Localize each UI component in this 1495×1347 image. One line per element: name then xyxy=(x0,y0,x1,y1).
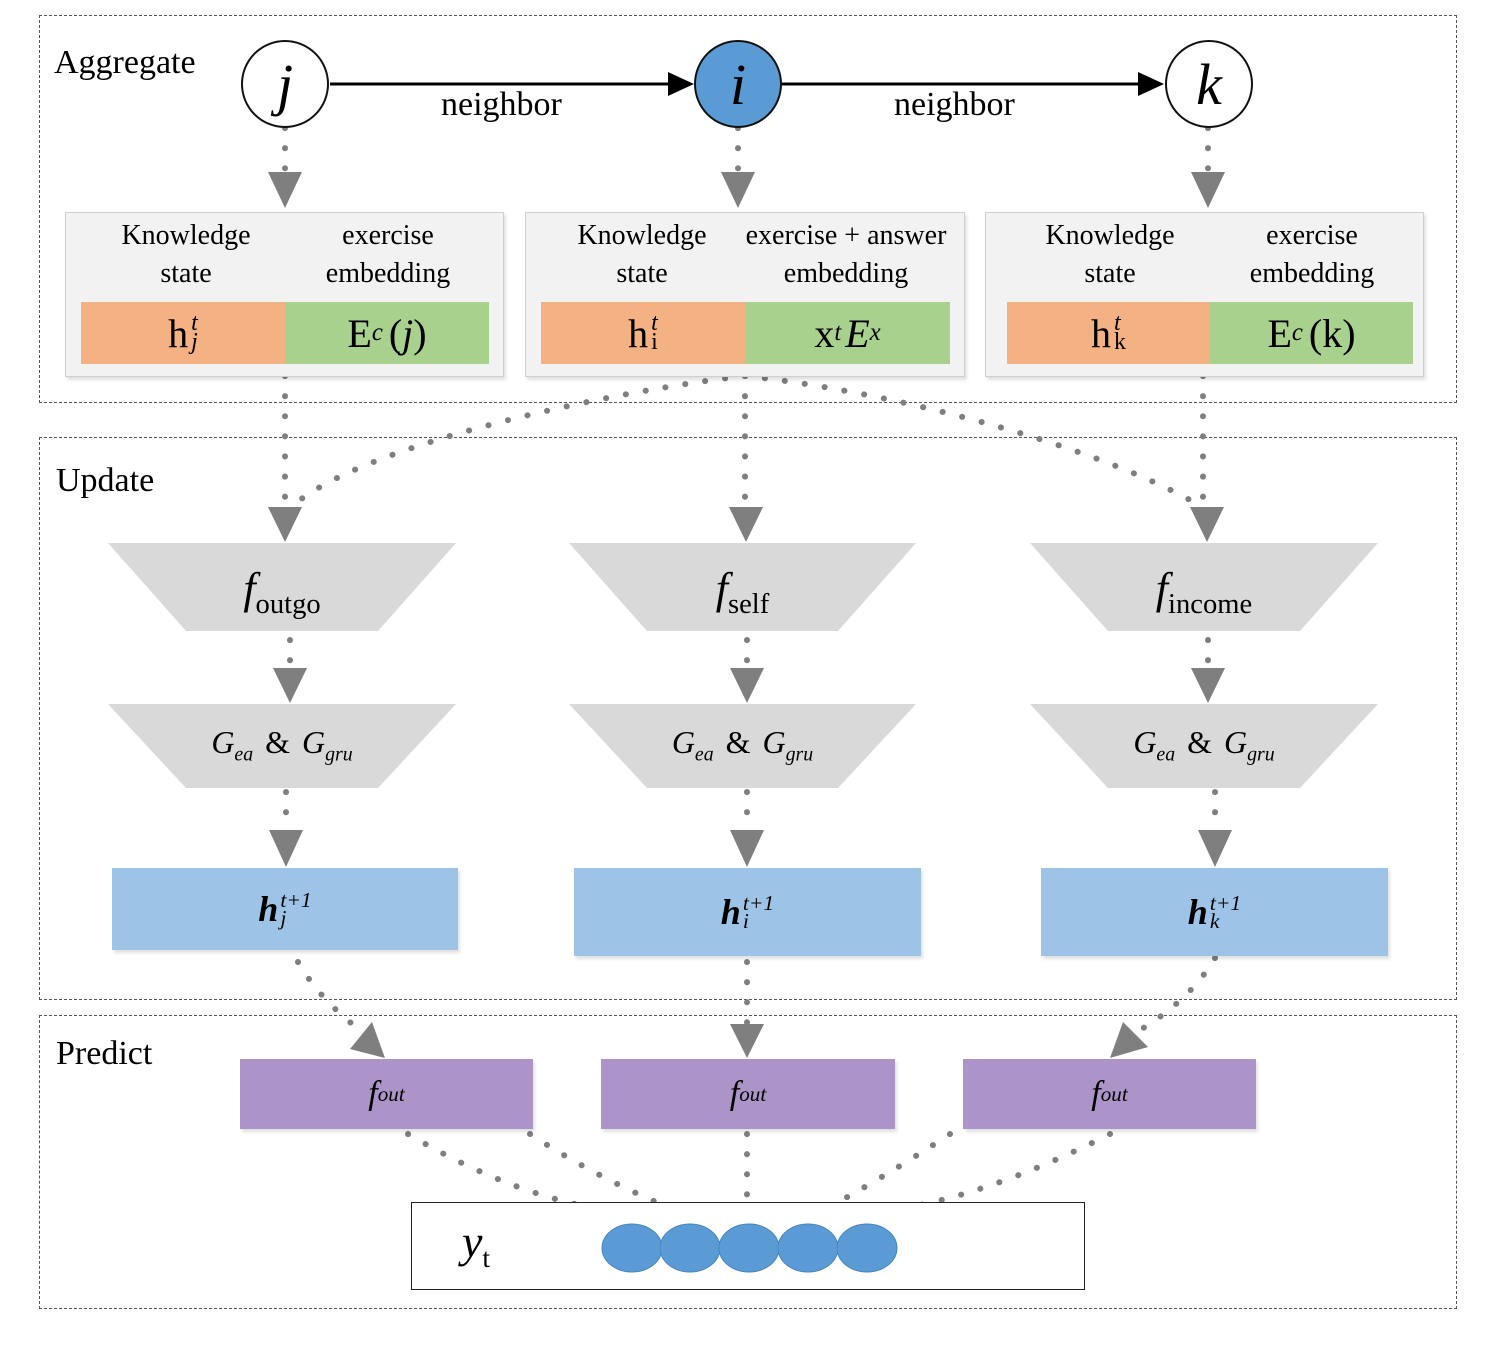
arrow-right-hidden xyxy=(1198,830,1232,867)
arrow-center-update xyxy=(729,507,763,542)
dots-out1-b xyxy=(527,1131,683,1215)
arrow-center-out xyxy=(730,1024,764,1058)
update-func-income: fincome xyxy=(1030,543,1378,631)
node-i: i xyxy=(694,40,782,128)
arrow-right-update xyxy=(1190,507,1224,542)
dots-out3-b xyxy=(875,1131,1113,1215)
gate-center: Gea&Ggru xyxy=(569,704,916,788)
edge-j-to-i-head xyxy=(668,72,694,96)
arrow-left-gate xyxy=(273,668,307,703)
arrow-center-gate xyxy=(730,668,764,703)
dots-center-to-left xyxy=(297,373,748,503)
arrow-k-embed xyxy=(1191,172,1225,208)
node-k: k xyxy=(1165,40,1253,128)
node-j: j xyxy=(241,40,329,128)
edge-i-to-k-head xyxy=(1138,72,1164,96)
arrow-left-out xyxy=(350,1022,385,1058)
dots-out3-a xyxy=(817,1131,953,1215)
prediction-label: yt xyxy=(462,1216,491,1274)
arrow-left-update xyxy=(268,507,302,542)
update-title: Update xyxy=(56,462,155,499)
dots-left-h-out xyxy=(295,959,363,1033)
update-func-self: fself xyxy=(569,543,916,631)
prediction-unit-4 xyxy=(777,1223,839,1273)
prediction-unit-5 xyxy=(836,1223,898,1273)
arrow-right-out xyxy=(1110,1022,1148,1058)
gate-right: Gea&Ggru xyxy=(1030,704,1378,788)
predict-panel xyxy=(39,1015,1457,1309)
arrow-center-hidden xyxy=(730,830,764,867)
predict-title: Predict xyxy=(56,1035,153,1072)
prediction-unit-2 xyxy=(659,1223,721,1273)
aggregate-panel xyxy=(39,15,1457,403)
arrow-j-embed xyxy=(268,172,302,208)
prediction-unit-3 xyxy=(718,1223,780,1273)
aggregate-title: Aggregate xyxy=(54,44,196,81)
arrow-right-gate xyxy=(1191,668,1225,703)
prediction-box: yt xyxy=(411,1202,1085,1290)
gate-left: Gea&Ggru xyxy=(108,704,456,788)
prediction-outputs xyxy=(601,1223,898,1273)
edge-label-left: neighbor xyxy=(441,86,562,123)
dots-center-to-right xyxy=(742,373,1193,503)
arrow-i-embed xyxy=(721,172,755,208)
arrow-left-hidden xyxy=(269,830,303,867)
update-func-outgo: foutgo xyxy=(108,543,456,631)
dots-right-h-out xyxy=(1137,955,1218,1033)
prediction-unit-1 xyxy=(601,1223,663,1273)
edge-label-right: neighbor xyxy=(894,86,1015,123)
dots-out1-a xyxy=(405,1131,623,1215)
